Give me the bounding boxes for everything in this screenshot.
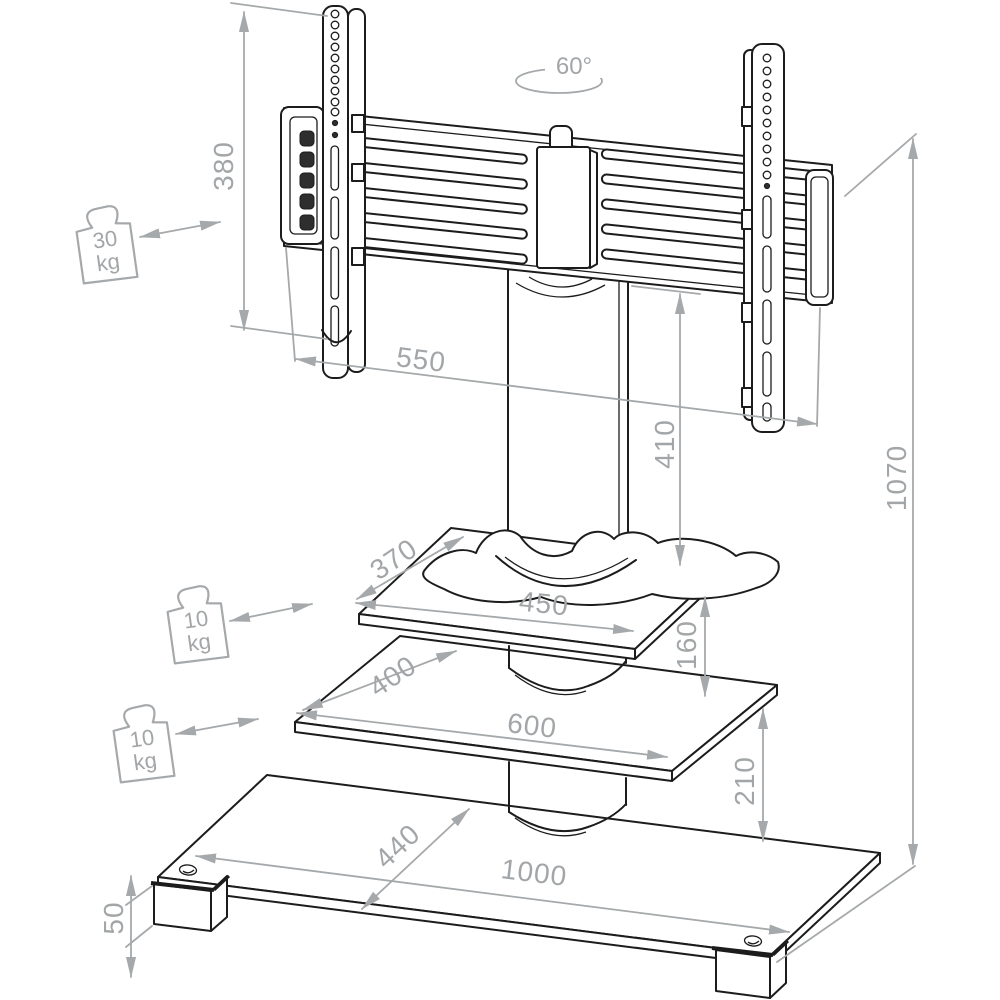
- dimension-rail-width: 550: [285, 247, 821, 427]
- dimension-middle-shelf-width: 600: [295, 707, 669, 760]
- swivel-indicator: 60°: [515, 52, 603, 94]
- svg-text:410: 410: [649, 419, 680, 469]
- load-rating-upper-shelf: 10 kg: [166, 585, 314, 665]
- svg-text:kg: kg: [132, 747, 159, 775]
- support-column-mid: [508, 645, 627, 696]
- dimension-annotations: 380 550 410 1070 370 450: [98, 2, 919, 979]
- dimension-bracket-height: 380: [208, 2, 328, 340]
- rail-end-cap-right: [805, 169, 834, 306]
- load-rating-lower-shelf: 10 kg: [112, 704, 260, 784]
- load-rating-mount: 30 kg: [75, 205, 222, 285]
- bracket-bolts: [299, 130, 315, 231]
- right-foot: [711, 939, 790, 999]
- dimension-base-width: 1000: [194, 853, 791, 935]
- svg-text:kg: kg: [186, 628, 213, 656]
- weight-icon: [75, 205, 139, 285]
- bracket-bottom-hook: [321, 329, 352, 344]
- rail-center-plate: [536, 125, 598, 269]
- dimension-foot-height: 50: [98, 874, 153, 979]
- weight-icon: [112, 704, 176, 784]
- svg-text:600: 600: [506, 707, 559, 744]
- svg-text:210: 210: [729, 756, 760, 806]
- svg-text:550: 550: [395, 341, 448, 378]
- left-vesa-bracket: [299, 5, 366, 379]
- dimension-top-shelf-width: 450: [354, 586, 635, 635]
- dimension-upper-gap: 160: [671, 595, 711, 698]
- svg-text:30: 30: [91, 225, 119, 253]
- svg-text:160: 160: [671, 620, 702, 670]
- dimension-lower-gap: 210: [729, 707, 769, 843]
- svg-text:10: 10: [128, 724, 156, 752]
- svg-text:1070: 1070: [881, 445, 912, 511]
- svg-text:kg: kg: [95, 248, 122, 276]
- svg-text:380: 380: [208, 141, 239, 191]
- bracket-holes: [762, 53, 772, 422]
- bracket-holes: [330, 9, 340, 347]
- support-column-lower: [508, 761, 627, 837]
- right-vesa-bracket: [741, 43, 785, 433]
- swivel-angle-label: 60°: [556, 53, 592, 80]
- column-decorative-plate: [422, 529, 780, 606]
- support-column-upper: [507, 263, 629, 553]
- svg-text:50: 50: [98, 901, 129, 934]
- dimension-column-height: 410: [631, 285, 701, 567]
- weight-icon: [166, 585, 230, 665]
- svg-text:10: 10: [182, 605, 210, 633]
- base-screw-right: [743, 935, 763, 947]
- svg-text:450: 450: [518, 586, 571, 622]
- dimension-total-height: 1070: [776, 133, 919, 963]
